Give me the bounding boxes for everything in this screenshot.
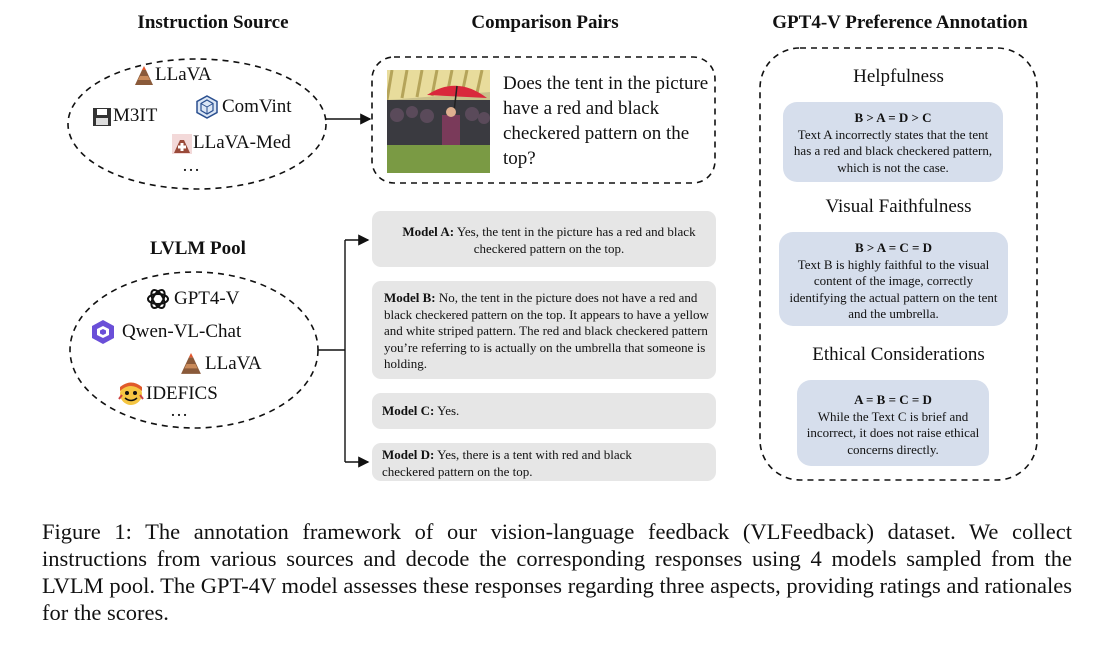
response-model-c: Model C: Yes. [372,393,716,429]
rating-helpfulness-rationale: Text A incorrectly states that the tent … [793,126,993,175]
response-model-a: Model A: Yes, the tent in the picture ha… [372,211,716,267]
response-model-a-name: Model A: [402,224,455,239]
rating-helpfulness: B > A = D > C Text A incorrectly states … [783,102,1003,182]
instruction-source-ellipse [67,58,327,190]
rating-ethical-considerations: A = B = C = D While the Text C is brief … [797,380,989,466]
volcano-icon [134,66,153,85]
aspect-ethical-considerations-title: Ethical Considerations [812,344,985,365]
pool-qwen: Qwen-VL-Chat [90,319,241,345]
source-m3it-label: M3IT [113,105,158,126]
openai-knot-icon [145,286,171,312]
rating-visual-faithfulness-order: B > A = C = D [854,240,933,255]
rating-visual-faithfulness: B > A = C = D Text B is highly faithful … [779,232,1008,326]
rating-visual-faithfulness-rationale: Text B is highly faithful to the visual … [789,256,998,322]
source-ellipsis: … [182,155,202,175]
source-llava-med-label: LLaVA-Med [193,132,291,153]
pool-gpt4v-label: GPT4-V [174,288,240,309]
pool-gpt4v: GPT4-V [145,286,239,312]
pool-qwen-label: Qwen-VL-Chat [122,321,242,342]
response-model-c-name: Model C: [382,403,435,418]
volcano-icon [180,353,202,375]
source-comvint-label: ComVint [222,96,292,117]
source-llava: LLaVA [134,64,212,86]
source-llava-med: LLaVA-Med [172,132,291,154]
pool-idefics: IDEFICS [118,381,218,407]
question-text: Does the tent in the picture have a red … [503,73,709,169]
pool-llava-label: LLaVA [205,353,262,374]
medical-volcano-icon [172,134,192,154]
rating-ethical-considerations-order: A = B = C = D [854,392,932,407]
idefics-face-icon [118,381,144,407]
tent-image [387,70,490,173]
lvlm-pool-heading: LVLM Pool [150,238,246,259]
gpt4v-annotation-heading: GPT4-V Preference Annotation [772,12,1028,33]
comparison-pair-box [371,56,716,184]
qwen-star-icon [90,319,116,345]
response-model-d: Model D: Yes, there is a tent with red a… [372,443,716,481]
pool-llava: LLaVA [180,353,262,375]
rating-ethical-considerations-rationale: While the Text C is brief and incorrect,… [806,408,980,457]
pool-ellipsis: … [170,400,190,420]
annotation-box [759,47,1038,481]
response-model-b-name: Model B: [384,290,436,305]
source-m3it: M3IT [92,105,157,127]
aspect-helpfulness-title: Helpfulness [853,66,944,87]
comparison-pairs-heading: Comparison Pairs [471,12,619,33]
response-model-d-text: Yes, there is a tent with red and black … [382,447,632,479]
rating-helpfulness-order: B > A = D > C [854,110,932,125]
aspect-visual-faithfulness-title: Visual Faithfulness [825,196,972,217]
pool-idefics-label: IDEFICS [146,383,218,404]
source-llava-label: LLaVA [155,64,212,85]
response-model-b-text: No, the tent in the picture does not hav… [384,290,709,371]
response-model-c-text: Yes. [437,403,460,418]
cube-icon [195,95,219,119]
instruction-source-heading: Instruction Source [137,12,289,33]
response-model-a-text: Yes, the tent in the picture has a red a… [456,224,696,256]
source-comvint: ComVint [195,95,292,119]
floppy-disk-icon [92,107,111,126]
response-model-b: Model B: No, the tent in the picture doe… [372,281,716,379]
response-model-d-name: Model D: [382,447,435,462]
figure-caption: Figure 1: The annotation framework of ou… [42,519,1072,625]
